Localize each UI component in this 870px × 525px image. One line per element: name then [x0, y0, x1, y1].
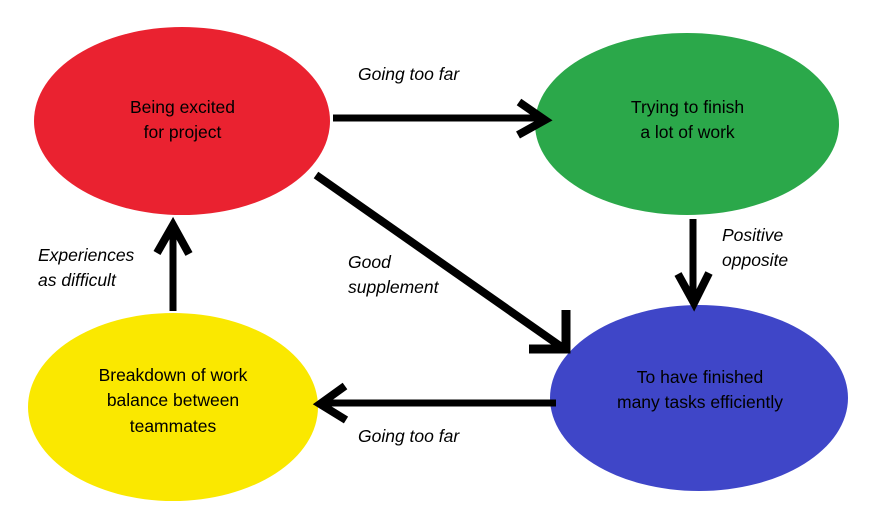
arrow-red-to-blue[interactable] — [313, 171, 571, 354]
arrow-red-to-green[interactable] — [333, 98, 553, 139]
arrow-blue-to-yellow[interactable] — [312, 382, 556, 424]
arrow-green-to-blue[interactable] — [674, 219, 713, 312]
node-ellipse-yellow[interactable] — [28, 313, 318, 501]
edge-label-experiences-as-difficult: Experiences as difficult — [38, 245, 135, 291]
edge-label-going-too-far-top: Going too far — [358, 64, 460, 84]
node-ellipse-red[interactable] — [34, 27, 330, 215]
edge-label-positive-opposite: Positive opposite — [722, 225, 789, 271]
edge-label-good-supplement: Good supplement — [348, 252, 439, 298]
arrow-yellow-to-red[interactable] — [153, 216, 193, 311]
node-ellipse-green[interactable] — [535, 33, 839, 215]
node-ellipse-blue[interactable] — [550, 305, 848, 491]
edge-label-going-too-far-bottom: Going too far — [358, 426, 460, 446]
